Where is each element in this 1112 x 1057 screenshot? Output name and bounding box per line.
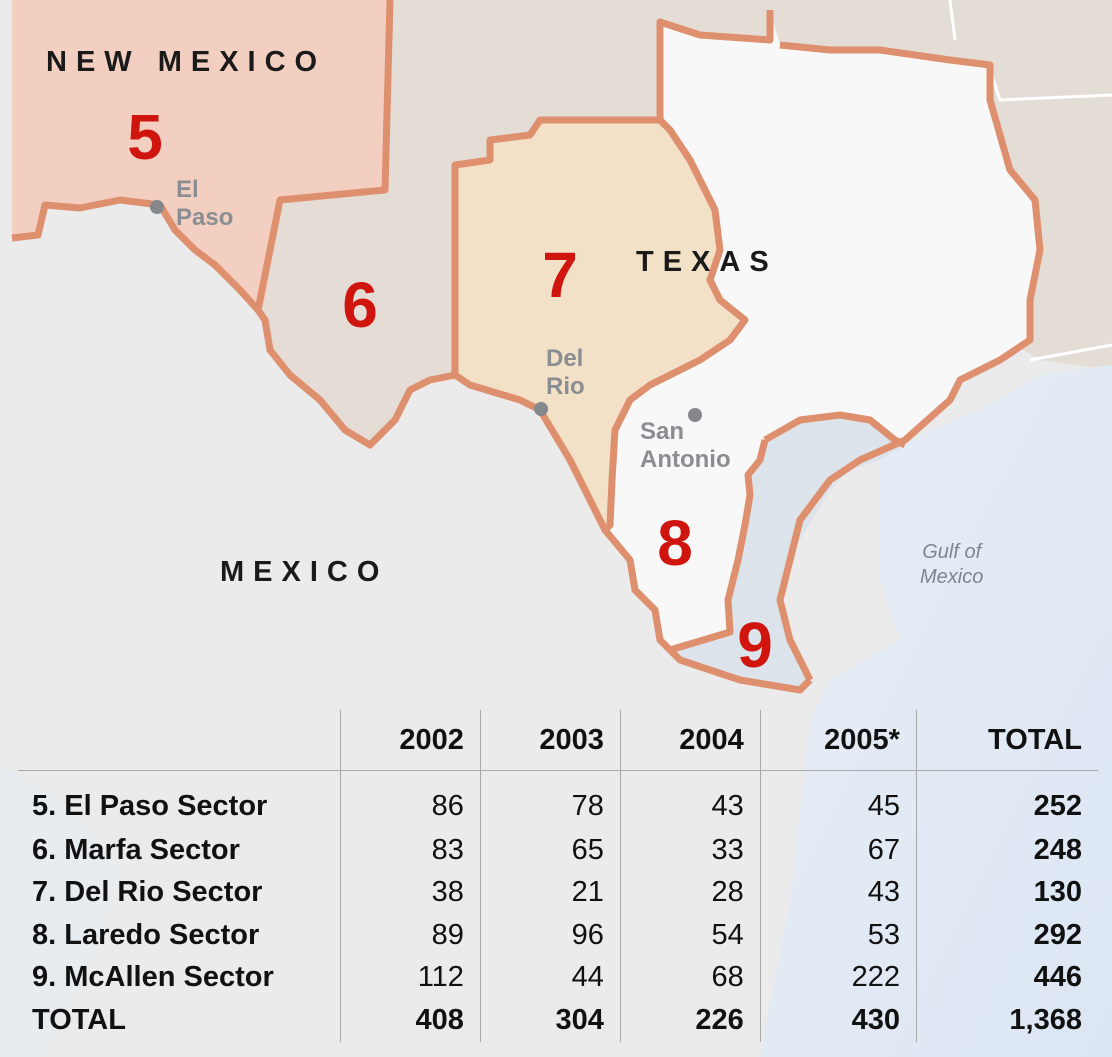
table-header-cell: 2004 (619, 710, 761, 771)
table-header-cell (18, 710, 341, 771)
table-cell: 38 (340, 871, 481, 914)
water-label-gulf-of-mexico: Gulf of Mexico (920, 541, 984, 588)
table-cell: 83 (340, 829, 481, 872)
row-total-cell: 252 (915, 770, 1098, 829)
row-label: 7. Del Rio Sector (32, 876, 263, 909)
row-total-cell: 130 (915, 871, 1098, 914)
row-label: 9. McAllen Sector (32, 961, 274, 994)
state-line (1029, 343, 1112, 362)
table-cell: 112 (340, 956, 481, 999)
state-line (948, 0, 957, 41)
table-row: 9. McAllen Sector 112 44 68 222 446 (18, 956, 1098, 999)
table-cell: 45 (759, 770, 917, 829)
grand-total-cell: 1,368 (915, 999, 1098, 1042)
sector-borders (11, 0, 1044, 694)
sector-data-table: 2002 2003 2004 2005* TOTAL 5. El Paso Se… (18, 710, 1098, 1042)
row-total-cell: 292 (915, 914, 1098, 957)
city-dot-el-paso (150, 200, 164, 214)
table-cell: 33 (619, 829, 761, 872)
row-total-cell: 248 (915, 829, 1098, 872)
northern-states-area (258, 0, 1112, 370)
table-cell: 304 (479, 999, 621, 1042)
city-label-san-antonio: San Antonio (640, 418, 731, 473)
table-cell: 21 (479, 871, 621, 914)
table-cell: 43 (619, 770, 761, 829)
sector-number-7: 7 (542, 239, 578, 311)
table-cell: 430 (759, 999, 917, 1042)
table-cell: 89 (340, 914, 481, 957)
table-cell: 68 (619, 956, 761, 999)
table-cell: 44 (479, 956, 621, 999)
region-label-mexico: MEXICO (220, 556, 389, 588)
table-cell: 67 (759, 829, 917, 872)
table-cell: 78 (479, 770, 621, 829)
table-cell: 28 (619, 871, 761, 914)
table-header-cell: 2002 (340, 710, 481, 771)
city-label-del-rio: Del Rio (546, 345, 585, 400)
city-dot-san-antonio (688, 408, 702, 422)
table-row: 6. Marfa Sector 83 65 33 67 248 (18, 829, 1098, 872)
table-cell: 222 (759, 956, 917, 999)
sector-9-region (670, 415, 905, 690)
sector-5-region (12, 0, 390, 310)
region-label-texas: TEXAS (636, 246, 778, 278)
row-total-cell: 446 (915, 956, 1098, 999)
row-label: 8. Laredo Sector (32, 918, 260, 951)
table-cell: 86 (340, 770, 481, 829)
row-label: 5. El Paso Sector (32, 789, 268, 822)
sector-6-region (258, 195, 455, 445)
table-header-row: 2002 2003 2004 2005* TOTAL (18, 710, 1098, 771)
table-header-cell: TOTAL (915, 710, 1098, 771)
city-dot-del-rio (534, 402, 548, 416)
table-cell: 96 (479, 914, 621, 957)
sector-number-6: 6 (342, 269, 378, 341)
table-cell: 54 (619, 914, 761, 957)
table-header-cell: 2003 (479, 710, 621, 771)
sector-number-5: 5 (127, 101, 163, 173)
table-cell: 226 (619, 999, 761, 1042)
row-label: TOTAL (32, 1003, 126, 1036)
table-cell: 53 (759, 914, 917, 957)
table-row: 8. Laredo Sector 89 96 54 53 292 (18, 914, 1098, 957)
table-total-row: TOTAL 408 304 226 430 1,368 (18, 999, 1098, 1042)
sector-7-region (455, 120, 745, 530)
table-cell: 65 (479, 829, 621, 872)
pacific-water (0, 765, 120, 1057)
sector-number-8: 8 (657, 507, 693, 579)
table-header-cell: 2005* (759, 710, 917, 771)
sector-number-9: 9 (737, 609, 773, 681)
table-cell: 408 (340, 999, 481, 1042)
table-row: 5. El Paso Sector 86 78 43 45 252 (18, 770, 1098, 829)
table-row: 7. Del Rio Sector 38 21 28 43 130 (18, 871, 1098, 914)
city-label-el-paso: El Paso (176, 176, 234, 231)
row-label: 6. Marfa Sector (32, 833, 240, 866)
table-cell: 43 (759, 871, 917, 914)
region-label-new-mexico: NEW MEXICO (46, 46, 327, 78)
